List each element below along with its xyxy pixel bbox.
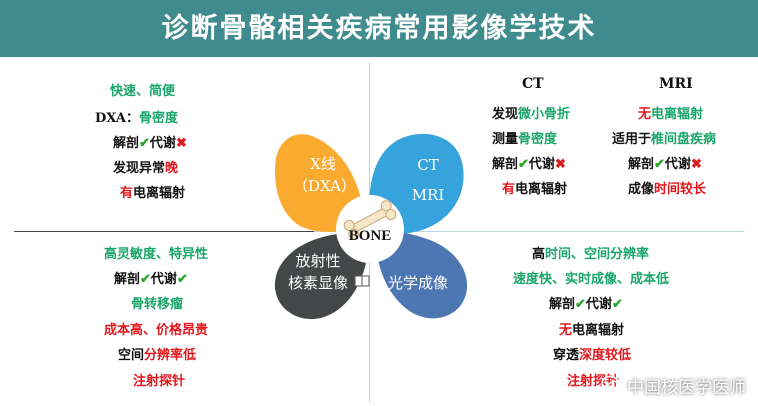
check-icon: ✔ bbox=[654, 157, 665, 172]
optical-line-3: 解剖✔代谢✔ bbox=[549, 297, 623, 312]
nuclear-line-3: 骨转移瘤 bbox=[131, 297, 184, 312]
check-icon: ✔ bbox=[140, 272, 151, 287]
watermark: 中国核医学医师 bbox=[601, 372, 746, 398]
title-banner bbox=[0, 0, 758, 57]
nuclear-petal bbox=[274, 232, 368, 320]
xray-line-5: 有电离辐射 bbox=[120, 186, 186, 201]
nuclear-line-6: 注射探针 bbox=[133, 374, 186, 389]
check-icon: ✔ bbox=[575, 297, 586, 312]
xray-line-3: 解剖✔代谢✖ bbox=[113, 136, 187, 151]
xray-petal bbox=[275, 134, 366, 232]
ct-line-3: 解剖✔代谢✖ bbox=[492, 157, 566, 172]
center-label: BONE bbox=[349, 228, 392, 244]
xray-line-2: DXA：骨密度 bbox=[95, 111, 178, 126]
cross-icon: ✖ bbox=[690, 157, 702, 172]
check-icon: ✔ bbox=[611, 297, 623, 312]
xray-line-1: 快速、简便 bbox=[110, 84, 176, 99]
ct-line-1: 发现微小骨折 bbox=[492, 107, 571, 122]
page-title: 诊断骨骼相关疾病常用影像学技术 bbox=[161, 13, 597, 44]
mri-line-3: 解剖✔代谢✖ bbox=[628, 157, 702, 172]
wechat-icon bbox=[601, 375, 623, 394]
ct-line-4: 有电离辐射 bbox=[502, 182, 568, 197]
ct-header: CT bbox=[522, 76, 544, 92]
optical-line-2: 速度快、实时成像、成本低 bbox=[513, 272, 670, 287]
nuclear-line-2: 解剖✔代谢✔ bbox=[114, 272, 188, 287]
nuclear-line-1: 高灵敏度、特异性 bbox=[104, 247, 209, 262]
cross-icon: ✖ bbox=[175, 136, 187, 151]
check-icon: ✔ bbox=[139, 136, 150, 151]
nuclear-petal-label: 放射性 核素显像 bbox=[287, 252, 348, 292]
horizontal-divider-left bbox=[14, 231, 314, 232]
cross-icon: ✖ bbox=[554, 157, 566, 172]
ct-mri-petal-label: CT MRI bbox=[411, 156, 445, 204]
check-icon: ✔ bbox=[518, 157, 529, 172]
mri-line-1: 无电离辐射 bbox=[638, 107, 704, 122]
mri-line-4: 成像时间较长 bbox=[628, 182, 707, 197]
xray-petal-label: X线 （DXA） bbox=[293, 155, 357, 195]
optical-line-4: 无电离辐射 bbox=[559, 323, 625, 338]
optical-line-1: 高时间、空间分辨率 bbox=[532, 247, 650, 262]
optical-line-5: 穿透深度较低 bbox=[553, 348, 632, 363]
book-icon bbox=[354, 275, 370, 287]
bone-icon bbox=[343, 200, 397, 240]
optical-petal bbox=[374, 231, 468, 319]
nuclear-line-4: 成本高、价格昂贵 bbox=[104, 323, 209, 338]
ct-line-2: 测量骨密度 bbox=[492, 132, 558, 147]
xray-line-4: 发现异常晚 bbox=[113, 161, 179, 176]
mri-line-2: 适用于椎间盘疾病 bbox=[612, 132, 717, 147]
nuclear-line-5: 空间分辨率低 bbox=[118, 348, 197, 363]
mri-header: MRI bbox=[659, 76, 693, 92]
optical-petal-label: 光学成像 bbox=[387, 274, 448, 292]
check-icon: ✔ bbox=[176, 272, 188, 287]
